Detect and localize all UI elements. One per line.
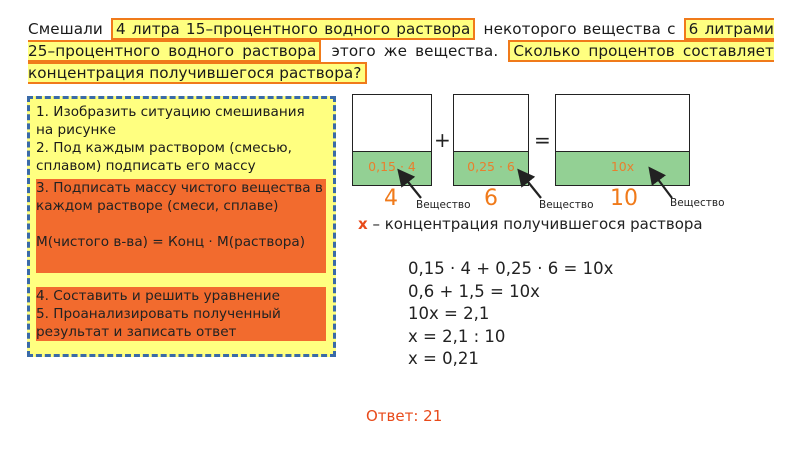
problem-text-2: некоторого вещества с xyxy=(477,20,682,38)
problem-text-3: этого же вещества. xyxy=(323,42,507,60)
substance-label-3: Вещество xyxy=(670,197,725,209)
step-5: 5. Проанализировать полученный результат… xyxy=(36,305,326,341)
solution-block: 0,15 · 4 + 0,25 · 6 = 10x 0,6 + 1,5 = 10… xyxy=(408,258,613,371)
equals-sign: = xyxy=(534,128,551,152)
beaker-1: 0,15 · 4 xyxy=(352,94,432,186)
solution-line-1: 0,15 · 4 + 0,25 · 6 = 10x xyxy=(408,259,614,278)
step-1: 1. Изобразить ситуацию смешивания на рис… xyxy=(36,104,305,138)
step-3: 3. Подписать массу чистого вещества в ка… xyxy=(36,180,323,214)
solution-line-2: 0,6 + 1,5 = 10x xyxy=(408,281,540,301)
solution-line-4: x = 2,1 : 10 xyxy=(408,326,506,346)
highlight-first-solution: 4 литра 15–процентного водного раствора xyxy=(111,18,476,40)
answer: Ответ: 21 xyxy=(366,407,443,425)
step-2: 2. Под каждым раствором (смесью, сплавом… xyxy=(36,140,292,174)
substance-label-1: Вещество xyxy=(416,199,471,211)
solution-line-5: x = 0,21 xyxy=(408,349,479,368)
mass-label-2: 6 xyxy=(484,186,498,211)
x-symbol: x xyxy=(358,215,368,233)
problem-text-1: Смешали xyxy=(28,20,110,38)
beaker-1-liquid: 0,15 · 4 xyxy=(353,151,431,185)
x-definition-text: – концентрация получившегося раствора xyxy=(367,215,703,233)
substance-label-2: Вещество xyxy=(539,199,594,211)
steps-panel: 1. Изобразить ситуацию смешивания на рис… xyxy=(27,96,336,357)
x-definition: x – концентрация получившегося раствора xyxy=(358,215,703,233)
problem-statement: Смешали 4 литра 15–процентного водного р… xyxy=(28,18,775,84)
beaker-3: 10x xyxy=(555,94,690,186)
solution-line-3: 10x = 2,1 xyxy=(408,304,490,323)
step-4: 4. Составить и решить уравнение xyxy=(36,287,326,305)
mass-label-1: 4 xyxy=(384,186,398,211)
beaker-2: 0,25 · 6 xyxy=(453,94,529,186)
beaker-3-liquid: 10x xyxy=(556,151,689,185)
beaker-2-liquid: 0,25 · 6 xyxy=(454,151,528,185)
plus-sign: + xyxy=(434,128,451,152)
mass-label-3: 10 xyxy=(610,186,638,211)
mass-formula: М(чистого в-ва) = Конц · М(раствора) xyxy=(36,234,306,250)
step-3-block: 3. Подписать массу чистого вещества в ка… xyxy=(36,179,326,273)
